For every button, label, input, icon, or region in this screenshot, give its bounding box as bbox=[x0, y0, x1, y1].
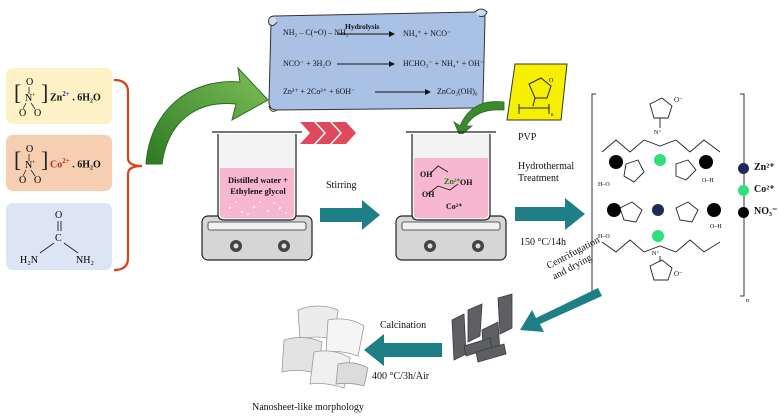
svg-text:O: O bbox=[26, 77, 33, 88]
urea-n2: NH₂ bbox=[76, 255, 94, 266]
beaker-stirrer-2 bbox=[395, 131, 507, 261]
reagent-co-hydrate: . 6H₂O bbox=[72, 159, 101, 171]
beaker1-label-line1: Distilled water + bbox=[228, 175, 288, 185]
svg-text:N: N bbox=[25, 93, 32, 104]
eq1-arrow-label: Hydrolysis bbox=[345, 22, 380, 31]
reagent-co-formula: Co bbox=[50, 159, 63, 171]
reagent-zn-charge: 2+ bbox=[62, 90, 70, 98]
svg-text:O⁻: O⁻ bbox=[674, 270, 683, 278]
complex-ho-1: H–O bbox=[598, 182, 610, 188]
legend-item-zn: Zn²⁺ bbox=[738, 160, 778, 182]
step-stirring: Stirring bbox=[326, 180, 357, 191]
complex-subscript: n bbox=[746, 298, 749, 304]
eq1-reactant: NH₂ – C(=O) – NH₂ bbox=[283, 28, 349, 37]
beaker2-oh-2: OH bbox=[460, 178, 473, 187]
arrow-centrifugation bbox=[520, 288, 602, 332]
eq2-products: HCHO₃⁻ + NH₄⁺ + OH⁻ bbox=[403, 59, 485, 68]
step-hydrothermal-1: Hydrothermal bbox=[518, 161, 575, 172]
dried-product-icon bbox=[451, 293, 513, 363]
beaker2-zn: Zn²⁺ bbox=[444, 177, 461, 186]
step-calcination: Calcination bbox=[380, 320, 427, 331]
nitrate-dot bbox=[609, 155, 623, 169]
svg-text:[: [ bbox=[14, 147, 21, 172]
reagent-urea-box: O C H₂N NH₂ bbox=[6, 203, 112, 270]
complex-ho-2: H–O bbox=[598, 234, 610, 240]
svg-text:]: ] bbox=[41, 147, 48, 172]
svg-text:O: O bbox=[19, 175, 26, 186]
reagent-co-charge: 2+ bbox=[62, 157, 70, 165]
pvp-n: n bbox=[551, 113, 554, 118]
green-small-arrow bbox=[453, 101, 505, 136]
svg-text:O: O bbox=[34, 108, 41, 119]
svg-text:N: N bbox=[25, 160, 32, 171]
step-calcination-cond: 400 °C/3h/Air bbox=[372, 371, 430, 382]
nitrate-structure-icon: [ O N + O O ] bbox=[14, 77, 48, 119]
no3-dot-icon bbox=[738, 207, 749, 218]
legend-no3-label: NO₃⁻ bbox=[754, 206, 778, 217]
svg-text:+: + bbox=[32, 93, 36, 99]
svg-text:N⁺: N⁺ bbox=[654, 129, 662, 136]
zn-dot-icon bbox=[738, 163, 749, 174]
svg-text:O: O bbox=[26, 144, 33, 155]
reagent-zn-hydrate: . 6H₂O bbox=[72, 92, 101, 104]
urea-structure-icon: O C H₂N NH₂ bbox=[20, 210, 94, 266]
beaker2-co: Co²⁺ bbox=[446, 202, 463, 211]
co-dot-icon bbox=[738, 185, 749, 196]
step-hydrothermal-2: Treatment bbox=[518, 173, 559, 184]
eq2-reactants: NCO⁻ + 3H₂O bbox=[283, 59, 331, 68]
zn-ion-dot bbox=[652, 204, 664, 216]
arrow-stirring bbox=[320, 200, 380, 230]
legend-zn-label: Zn²⁺ bbox=[754, 162, 775, 173]
nitrate-dot bbox=[607, 203, 621, 217]
pvp-structure-icon: O n bbox=[506, 63, 568, 121]
eq3-reactants: Zn²⁺ + 2Co²⁺ + 6OH⁻ bbox=[283, 87, 356, 96]
reagent-zn-formula: Zn bbox=[50, 92, 63, 104]
svg-text:O: O bbox=[34, 175, 41, 186]
svg-text:+: + bbox=[32, 160, 36, 166]
morphology-label: Nanosheet-like morphology bbox=[252, 402, 364, 413]
beaker1-label-line2: Ethylene glycol bbox=[230, 186, 286, 196]
reagent-co-nitrate-box: [ O N + O O ] Co2+ . 6H₂O bbox=[6, 135, 112, 191]
green-curved-arrow bbox=[145, 66, 269, 165]
svg-text:O⁻: O⁻ bbox=[674, 96, 683, 104]
legend-co-label: Co²⁺ bbox=[754, 184, 775, 195]
eq3-products: ZnCo₂(OH)₆ bbox=[437, 87, 478, 96]
nitrate-dot bbox=[707, 203, 721, 217]
pvp-label: PVP bbox=[518, 132, 537, 143]
beaker2-oh-3: OH bbox=[422, 190, 435, 199]
urea-o: O bbox=[55, 210, 62, 221]
svg-text:O–H: O–H bbox=[702, 178, 714, 184]
svg-text:]: ] bbox=[41, 80, 48, 105]
beaker-stirrer-1 bbox=[201, 131, 313, 261]
urea-c: C bbox=[55, 233, 62, 244]
nitrate-dot bbox=[699, 155, 713, 169]
co-ion-dot bbox=[654, 154, 666, 166]
urea-n1: H₂N bbox=[20, 255, 38, 266]
nitrate-structure-icon: [ O N + O O ] bbox=[14, 144, 48, 186]
nanosheets-icon bbox=[281, 305, 369, 389]
svg-text:N⁺: N⁺ bbox=[652, 250, 660, 257]
svg-text:[: [ bbox=[14, 80, 21, 105]
svg-text:O: O bbox=[549, 78, 554, 84]
arrow-hydrothermal bbox=[515, 198, 585, 230]
arrow-calcination bbox=[364, 334, 442, 366]
svg-text:O: O bbox=[19, 108, 26, 119]
reagent-zn-nitrate-box: [ O N + O O ] Zn2+ . 6H₂O bbox=[6, 68, 112, 124]
legend-item-co: Co²⁺ bbox=[738, 182, 778, 204]
reactions-scroll: NH₂ – C(=O) – NH₂ Hydrolysis NH₄⁺ + NCO⁻… bbox=[265, 4, 490, 114]
step-hydrothermal-cond: 150 °C/14h bbox=[520, 237, 566, 248]
legend-item-no3: NO₃⁻ bbox=[738, 204, 778, 226]
co-ion-dot bbox=[652, 230, 664, 242]
red-chevrons-icon bbox=[300, 122, 356, 144]
beaker2-oh-1: OH bbox=[420, 170, 433, 179]
legend: Zn²⁺ Co²⁺ NO₃⁻ bbox=[738, 160, 778, 226]
scroll-shape bbox=[268, 8, 488, 112]
eq1-products: NH₄⁺ + NCO⁻ bbox=[403, 29, 452, 38]
svg-text:O–H: O–H bbox=[710, 224, 722, 230]
red-bracket bbox=[113, 78, 143, 272]
pvp-metal-complex: O⁻ O⁻ N⁺ N⁺ H–O O–H H–O O–H n bbox=[591, 93, 749, 304]
